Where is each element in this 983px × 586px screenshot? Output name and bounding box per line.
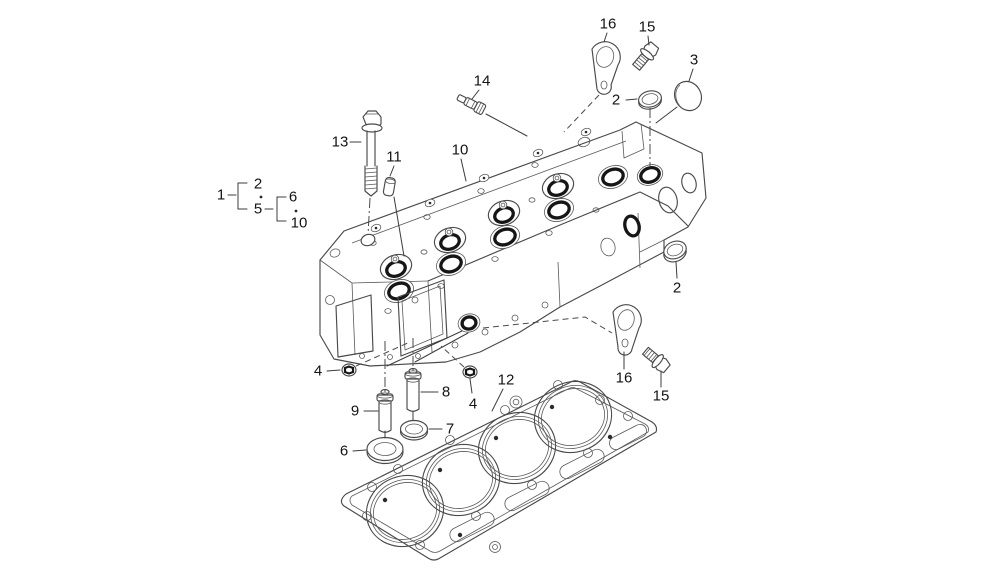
callout-2-right: 2 (673, 280, 681, 297)
stud-part-14 (456, 94, 487, 115)
seal-ring-part-2-top (638, 90, 662, 110)
callout-6-group: 6 (289, 189, 297, 206)
leader-lines (227, 32, 694, 452)
callout-4-left: 4 (314, 363, 322, 380)
seal-ring-part-2-right (663, 240, 687, 263)
callout-12: 12 (498, 372, 515, 389)
valve-guide-part-9 (376, 388, 394, 433)
plug-part-4-left (341, 363, 357, 377)
callout-13: 13 (332, 134, 349, 151)
callout-5-group: 5 (254, 201, 262, 218)
rail-bosses (370, 127, 592, 233)
cup-plug-part-3 (673, 80, 703, 112)
callout-14: 14 (474, 73, 491, 90)
callout-16-top: 16 (600, 16, 617, 33)
callout-1: 1 (217, 187, 225, 204)
callout-15-bottom: 15 (653, 388, 670, 405)
callout-10: 10 (452, 142, 469, 159)
callout-2-group: 2 (254, 176, 262, 193)
valve-guide-part-8 (404, 367, 422, 412)
valve-seat-ports (384, 164, 664, 303)
hanger-plate-part-16-bottom (612, 304, 642, 356)
callout-6: 6 (340, 443, 348, 460)
head-gasket-drawing (340, 380, 658, 561)
cylinder-bores (365, 380, 613, 548)
head-bolt-part-13 (361, 110, 383, 197)
callout-3: 3 (690, 52, 698, 69)
front-face-details (325, 279, 549, 360)
callout-7: 7 (446, 421, 454, 438)
flange-bolt-part-15-top (632, 41, 660, 71)
top-face-holes (369, 162, 600, 314)
hanger-plate-part-16-top (591, 41, 621, 95)
callout-11: 11 (386, 149, 402, 166)
callout-2-top: 2 (612, 92, 620, 109)
gasket-slots (449, 423, 647, 543)
gasket-bolt-holes (362, 380, 633, 553)
cylinder-head-drawing (319, 121, 707, 367)
pin-part-11 (382, 176, 396, 197)
right-flange-ports (600, 172, 697, 257)
callout-10-group: 10 (291, 215, 308, 232)
callout-9: 9 (351, 403, 359, 420)
callout-labels: 16 15 3 14 2 13 10 11 1 2 5 6 10 2 4 4 9… (217, 16, 698, 460)
plug-part-4-right (462, 365, 478, 379)
head-bolt-holes (329, 136, 591, 258)
callout-4-right: 4 (469, 396, 477, 413)
valve-spring-recesses (379, 172, 575, 281)
callout-15-top: 15 (639, 19, 656, 36)
seal-cap-part-7 (399, 419, 429, 441)
flange-bolt-part-15-bottom (641, 346, 671, 374)
callout-8: 8 (442, 384, 450, 401)
callout-16-bottom: 16 (616, 370, 633, 387)
seal-cap-part-6 (366, 436, 404, 465)
